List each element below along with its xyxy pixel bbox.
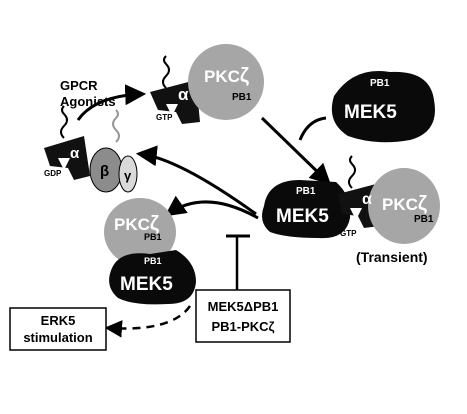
pkc-top-pb1-label: PB1 <box>232 92 252 103</box>
mek5-complex-pb1-label: PB1 <box>296 186 316 197</box>
gamma-lipid-tail-icon <box>112 109 120 143</box>
gbeta-label: β <box>100 163 109 180</box>
galpha-complex-shape-icon <box>338 184 380 228</box>
galpha-left-lipid-tail-icon <box>60 105 68 139</box>
pkc-complex-pb1-label: PB1 <box>414 214 434 225</box>
inhibitor-line1: MEK5ΔPB1 <box>208 299 279 314</box>
erk5-line1: ERK5 <box>41 313 76 328</box>
galpha-top-alpha-label: α <box>178 85 189 104</box>
transient-label: (Transient) <box>356 249 428 265</box>
gpcr-agonists-line1: GPCR <box>60 78 98 93</box>
arrow-galpha-pkc-to-complex <box>260 116 332 185</box>
gtp-top-label: GTP <box>156 113 173 122</box>
mek5-complex-body <box>262 180 351 239</box>
mek5-lower-body <box>109 250 196 305</box>
arrow-complex-to-pkc-mek5 <box>164 195 259 220</box>
mek5-galpha-pkczeta-complex <box>262 155 440 244</box>
pkc-top-name: PKCζ <box>204 65 249 87</box>
pkc-complex-name: PKCζ <box>382 193 427 215</box>
mek5-lower-name: MEK5 <box>120 274 173 295</box>
dashed-arrow-to-erk5 <box>104 305 192 338</box>
erk5-box <box>9 307 107 351</box>
gtp-complex-triangle-icon <box>350 208 362 220</box>
mek5-binding-curve <box>298 116 327 141</box>
galpha-gtp-pkczeta-top <box>150 44 264 124</box>
galpha-complex-alpha-label: α <box>362 191 372 208</box>
galpha-top-lipid-tail-icon <box>162 55 170 89</box>
arrow-complex-to-gprotein-recycle <box>135 145 257 216</box>
ggamma-subunit <box>118 155 138 193</box>
mek5-top-right <box>331 71 435 143</box>
mek5-complex-name: MEK5 <box>276 206 329 227</box>
inhibitor-box <box>195 289 291 343</box>
ggamma-label: γ <box>124 168 132 183</box>
mek5-top-pb1-label: PB1 <box>370 78 390 89</box>
mek5-top-body <box>331 71 435 143</box>
pkc-lower-pb1-label: PB1 <box>144 232 162 242</box>
mek5-lower-pb1-label: PB1 <box>144 256 162 266</box>
galpha-left-alpha-label: α <box>70 145 80 162</box>
galpha-top-shape-icon <box>150 80 200 124</box>
pkc-top-body <box>188 44 264 120</box>
pkc-lower-name: PKCζ <box>114 213 159 235</box>
pkc-lower-body <box>104 198 176 266</box>
gdp-label: GDP <box>44 169 62 178</box>
gtp-top-triangle-icon <box>166 104 178 116</box>
erk5-line2: stimulation <box>23 330 92 345</box>
inhibitor-line2: PB1-PKCζ <box>211 319 274 334</box>
g-protein-heterotrimer <box>44 105 138 193</box>
gpcr-agonists-line2: Agonists <box>60 94 116 109</box>
arrow-activation-to-active-galpha <box>76 84 147 121</box>
mek5-top-name: MEK5 <box>344 102 397 123</box>
gtp-complex-label: GTP <box>340 229 357 238</box>
pkczeta-mek5-complex <box>104 198 196 305</box>
gdp-triangle-icon <box>58 158 70 170</box>
pkc-complex-body <box>368 168 440 244</box>
galpha-complex-lipid-tail-icon <box>348 155 356 189</box>
